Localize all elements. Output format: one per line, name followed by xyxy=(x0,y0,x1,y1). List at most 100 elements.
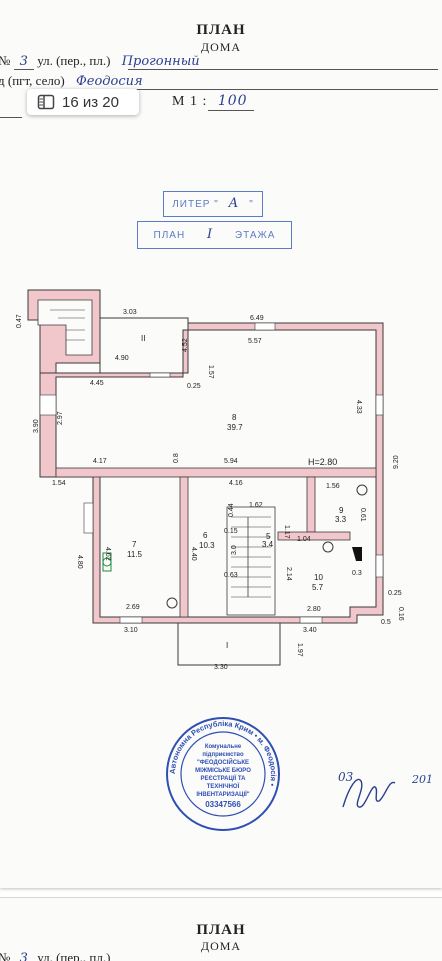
svg-text:4.40: 4.40 xyxy=(190,547,197,561)
room-labels: II 8 39.7 7 11.5 6 10.3 5 3.4 9 3.3 10 5… xyxy=(127,334,347,650)
room-number: 10 xyxy=(314,573,323,582)
page-title: ПЛАН xyxy=(196,22,246,38)
next-page-title: ПЛАН xyxy=(196,922,246,938)
svg-text:0.61: 0.61 xyxy=(359,508,366,522)
svg-text:0.25: 0.25 xyxy=(388,590,402,597)
svg-text:6.49: 6.49 xyxy=(250,315,264,322)
svg-text:4.17: 4.17 xyxy=(93,458,107,465)
room-number: 7 xyxy=(132,540,137,549)
city-value: Феодосия xyxy=(75,74,143,89)
room-number: 5 xyxy=(266,532,271,541)
svg-text:4.16: 4.16 xyxy=(229,480,243,487)
svg-text:ТЕХНІЧНОЇ: ТЕХНІЧНОЇ xyxy=(207,783,240,790)
svg-text:1.97: 1.97 xyxy=(296,643,303,657)
svg-text:1.04: 1.04 xyxy=(297,536,311,543)
room-area: 3.4 xyxy=(262,540,274,549)
svg-text:3.40: 3.40 xyxy=(303,627,317,634)
svg-text:9.20: 9.20 xyxy=(393,455,400,469)
room-area: 11.5 xyxy=(127,550,143,559)
signature-year: 201 xyxy=(412,773,433,786)
svg-text:0.5: 0.5 xyxy=(381,619,391,626)
svg-text:2.80: 2.80 xyxy=(307,606,321,613)
underline xyxy=(14,69,34,70)
underline xyxy=(128,69,438,70)
svg-text:3.03: 3.03 xyxy=(123,309,137,316)
svg-text:0.44: 0.44 xyxy=(228,503,235,517)
next-page-subtitle: ДОМА xyxy=(200,939,242,953)
svg-text:МІЖМІСЬКЕ БЮРО: МІЖМІСЬКЕ БЮРО xyxy=(195,768,251,774)
scale-field: М 1 : 100 xyxy=(172,93,248,110)
svg-text:5.57: 5.57 xyxy=(248,338,262,345)
number-label: № xyxy=(0,53,11,68)
svg-text:0.47: 0.47 xyxy=(16,314,23,328)
svg-text:4.90: 4.90 xyxy=(115,355,129,362)
room-area: 3.3 xyxy=(335,515,347,524)
next-document-page: ПЛАН ДОМА № 3 ул. (пер., пл.) xyxy=(0,897,442,961)
room-number: 6 xyxy=(203,531,208,540)
svg-text:1.17: 1.17 xyxy=(283,525,290,539)
room-number: I xyxy=(226,641,228,650)
svg-text:4.45: 4.45 xyxy=(90,380,104,387)
svg-text:1.57: 1.57 xyxy=(207,365,214,379)
city-label: д (пгт, село) xyxy=(0,73,65,88)
floor-stamp: ПЛАН I ЭТАЖА xyxy=(137,221,292,249)
page-subtitle: ДОМА xyxy=(200,40,242,54)
number-field: № 3 ул. (пер., пл.) Прогонный xyxy=(0,53,200,69)
svg-text:ІНВЕНТАРИЗАЦІЇ": ІНВЕНТАРИЗАЦІЇ" xyxy=(196,791,249,798)
city-field: д (пгт, село) Феодосия xyxy=(0,73,143,89)
svg-text:"ФЕОДОСІЙСЬКЕ: "ФЕОДОСІЙСЬКЕ xyxy=(197,758,249,766)
signature-mark xyxy=(342,778,396,808)
signature xyxy=(335,767,415,822)
svg-text:3.10: 3.10 xyxy=(124,627,138,634)
svg-text:1.56: 1.56 xyxy=(326,483,340,490)
svg-text:0.63: 0.63 xyxy=(224,572,238,579)
room-area: 10.3 xyxy=(199,541,215,550)
svg-text:3.0: 3.0 xyxy=(231,545,238,555)
svg-text:5.94: 5.94 xyxy=(224,458,238,465)
room-area: 5.7 xyxy=(312,583,324,592)
svg-text:4.62: 4.62 xyxy=(104,547,111,561)
svg-text:H=2.80: H=2.80 xyxy=(308,457,337,467)
underline xyxy=(208,110,254,111)
dimension-labels: 0.47 3.03 6.49 4.52 1.57 5.57 4.90 4.45 … xyxy=(16,309,404,671)
street-label: ул. (пер., пл.) xyxy=(37,53,111,68)
svg-text:3.30: 3.30 xyxy=(214,664,228,671)
svg-text:3.90: 3.90 xyxy=(33,419,40,433)
svg-text:03347566: 03347566 xyxy=(205,800,241,809)
walls xyxy=(27,289,384,666)
svg-text:0.15: 0.15 xyxy=(224,528,238,535)
svg-text:Комунальне: Комунальне xyxy=(205,744,242,750)
room-number: 8 xyxy=(232,413,237,422)
svg-text:1.62: 1.62 xyxy=(249,502,263,509)
svg-text:4.33: 4.33 xyxy=(355,400,362,414)
document-page: ПЛАН ДОМА № 3 ул. (пер., пл.) Прогонный … xyxy=(0,22,438,838)
official-seal: Автономна Республіка Крим • м. Феодосія … xyxy=(163,715,283,838)
page-counter-text: 16 из 20 xyxy=(62,93,119,111)
floor-plan: 0.47 3.03 6.49 4.52 1.57 5.57 4.90 4.45 … xyxy=(16,289,404,671)
svg-text:2.97: 2.97 xyxy=(57,411,64,425)
room-number: II xyxy=(141,334,145,343)
next-number-field: № 3 ул. (пер., пл.) xyxy=(0,950,111,961)
page-icon xyxy=(37,94,55,110)
scale-label: М 1 : xyxy=(172,94,208,109)
svg-text:2.69: 2.69 xyxy=(126,604,140,611)
svg-text:0.3: 0.3 xyxy=(352,570,362,577)
scale-value: 100 xyxy=(217,93,248,109)
svg-text:0.8: 0.8 xyxy=(173,453,180,463)
svg-text:2.14: 2.14 xyxy=(285,567,292,581)
underline xyxy=(0,117,22,118)
room-area: 39.7 xyxy=(227,423,243,432)
room-number: 9 xyxy=(339,506,344,515)
page-counter[interactable]: 16 из 20 xyxy=(27,89,139,115)
svg-text:0.25: 0.25 xyxy=(187,383,201,390)
liter-stamp: ЛИТЕР " А " xyxy=(163,191,263,217)
svg-text:РЕЄСТРАЦІЇ ТА: РЕЄСТРАЦІЇ ТА xyxy=(201,775,247,782)
svg-text:1.54: 1.54 xyxy=(52,480,66,487)
number-value: 3 xyxy=(19,54,28,69)
signature-date: 03 xyxy=(338,770,354,784)
underline xyxy=(78,89,438,90)
svg-text:4.80: 4.80 xyxy=(76,555,83,569)
svg-text:0.16: 0.16 xyxy=(397,607,404,621)
svg-text:підприємство: підприємство xyxy=(202,752,244,758)
svg-text:4.52: 4.52 xyxy=(182,338,189,352)
